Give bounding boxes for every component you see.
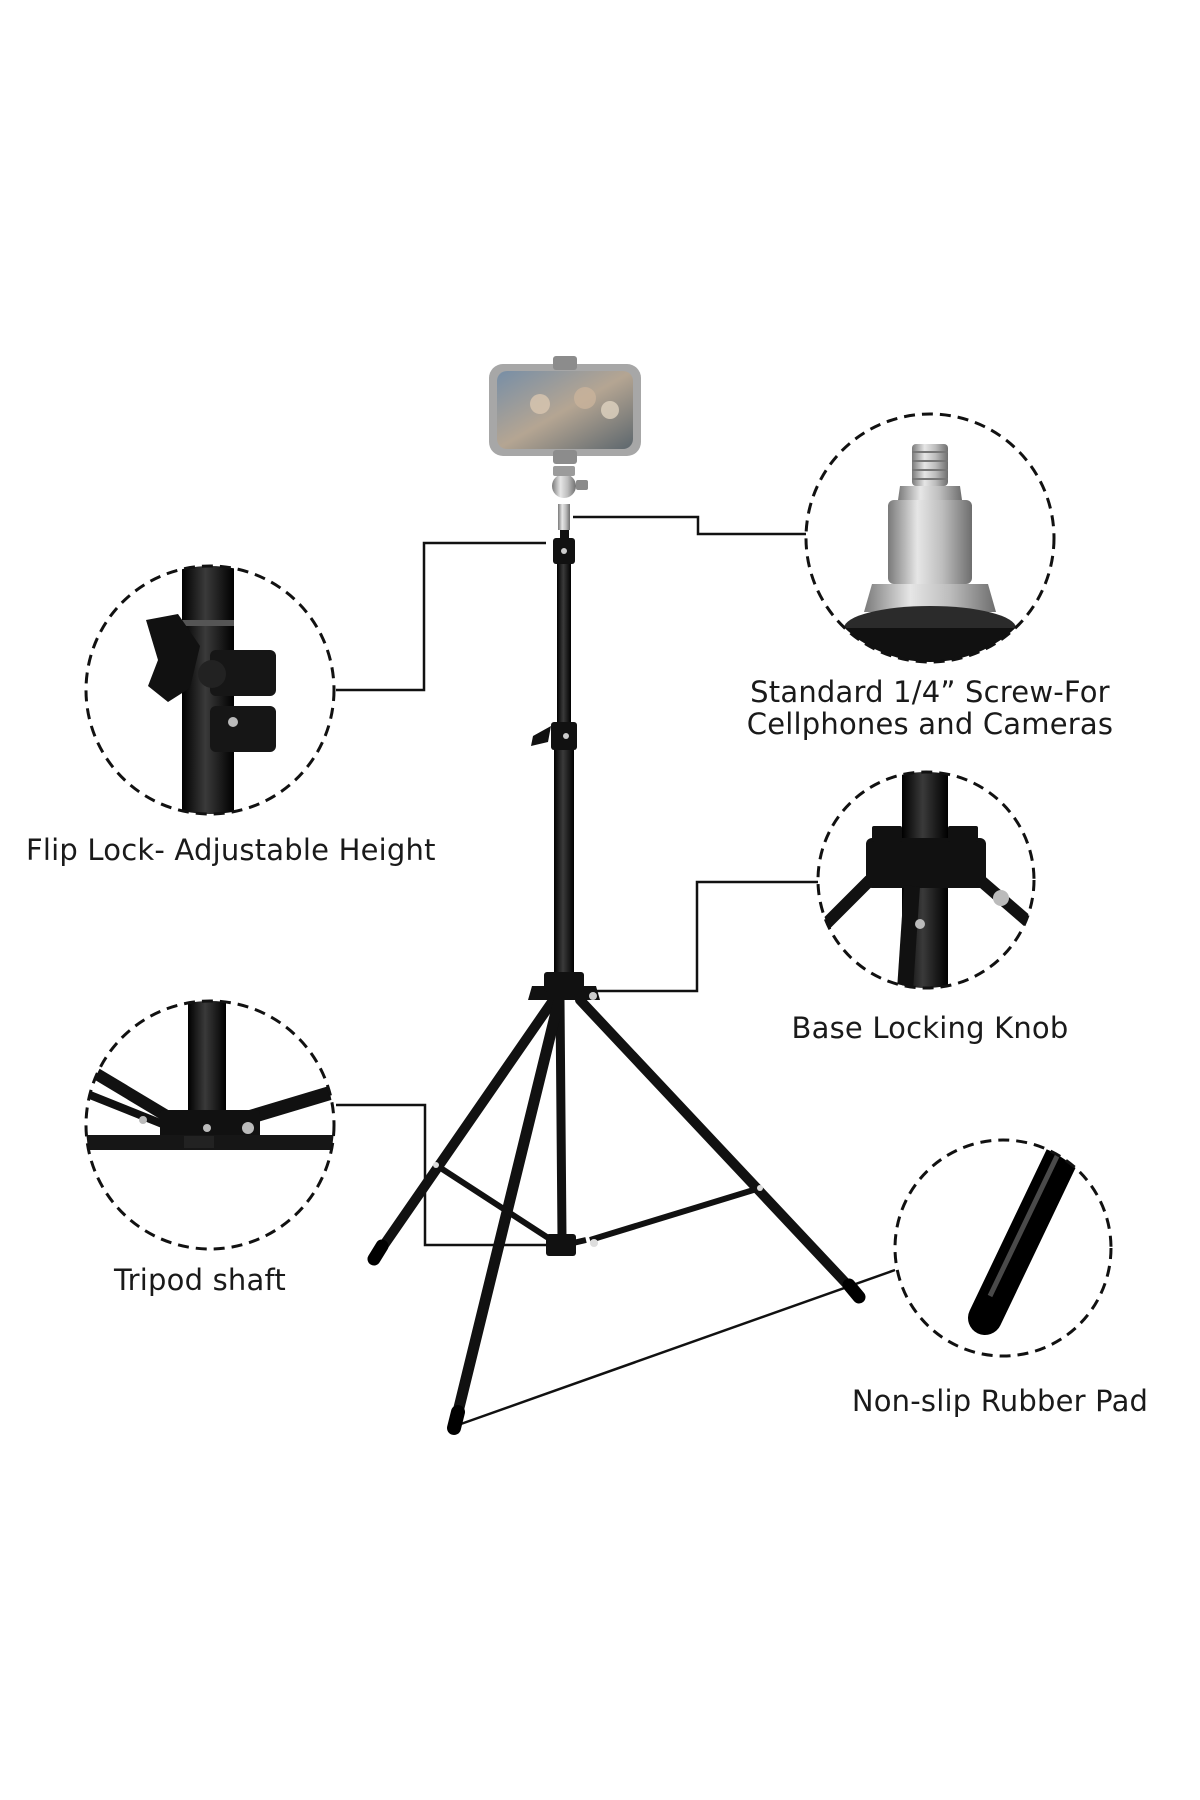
- label-rubber-pad: Non-slip Rubber Pad: [851, 1384, 1149, 1418]
- foot-front: [447, 1405, 465, 1435]
- ball-head-icon: [552, 466, 588, 530]
- foot-right: [842, 1278, 866, 1304]
- leader-line-flip-lock: [336, 541, 546, 692]
- screw-icon: [838, 444, 1022, 662]
- leader-line-screw: [573, 515, 806, 536]
- tripod-left-leg: [370, 997, 557, 1263]
- callout-flip-lock: [84, 564, 336, 816]
- phone-holder-icon: [489, 356, 641, 464]
- tripod-back-leg: [555, 995, 567, 1243]
- tripod-right-leg: [575, 995, 863, 1301]
- leader-line-tripod-shaft: [336, 1103, 548, 1247]
- leader-line-rubber-pad: [457, 1268, 896, 1427]
- callout-tripod-shaft: [84, 999, 336, 1251]
- top-lock-icon: [553, 538, 575, 564]
- base-hub-icon: [528, 972, 600, 1000]
- leader-lines: [336, 515, 896, 1427]
- label-flip-lock: Flip Lock- Adjustable Height: [26, 833, 436, 867]
- tripod-center-column-lower: [554, 740, 574, 1000]
- callout-base-knob: [816, 770, 1036, 990]
- shaft-joint-icon: [86, 1064, 334, 1150]
- tripod: [367, 356, 866, 1435]
- label-tripod-shaft: Tripod shaft: [114, 1263, 286, 1297]
- tripod-center-column-upper: [557, 560, 571, 742]
- callout-rubber-pad: [893, 1138, 1113, 1358]
- label-screw: Standard 1/4” Screw-For Cellphones and C…: [730, 676, 1130, 740]
- tripod-brace-right: [589, 1185, 761, 1243]
- flip-lock-detail-icon: [146, 614, 276, 752]
- label-screw-line2: Cellphones and Cameras: [746, 707, 1114, 741]
- label-screw-line1: Standard 1/4” Screw-For: [750, 675, 1110, 709]
- foot-left: [367, 1239, 389, 1266]
- tripod-brace-hub: [546, 1234, 576, 1256]
- tripod-brace-left: [434, 1162, 558, 1246]
- callout-screw: [804, 412, 1056, 664]
- label-base-knob: Base Locking Knob: [791, 1011, 1069, 1045]
- foot-icon: [968, 1140, 1087, 1335]
- tripod-front-leg: [448, 998, 564, 1434]
- flip-lock-icon: [531, 722, 577, 750]
- leader-line-base-knob: [595, 880, 818, 993]
